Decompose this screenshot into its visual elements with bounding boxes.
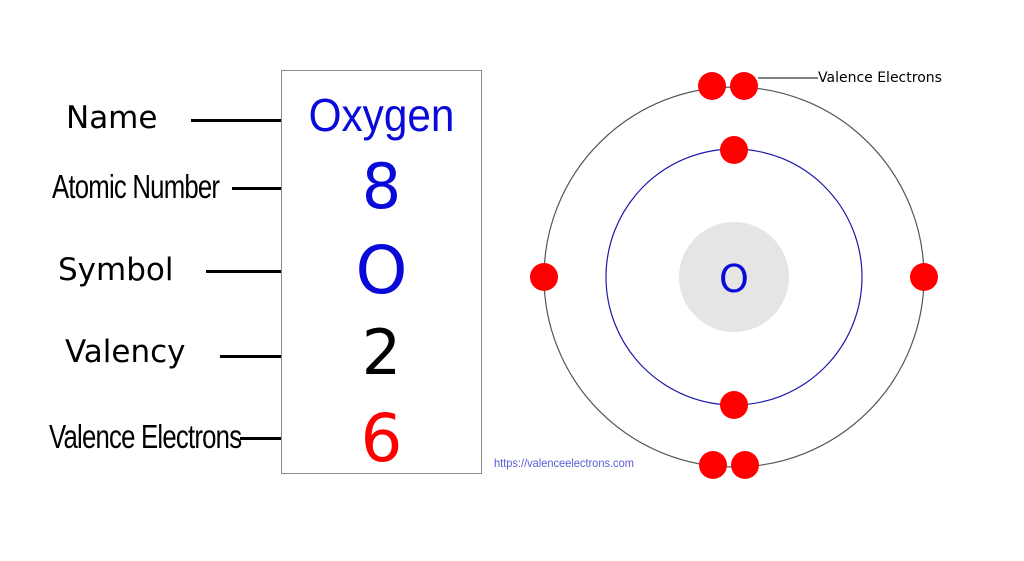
nucleus-symbol: O (719, 257, 749, 301)
value-valency: 2 (361, 316, 402, 389)
connector-name (191, 119, 281, 122)
watermark-link[interactable]: https://valenceelectrons.com (494, 456, 634, 470)
electron-inner-top (720, 136, 748, 164)
electron-outer-bottom-1 (699, 451, 727, 479)
electron-inner-bottom (720, 391, 748, 419)
electron-outer-bottom-2 (731, 451, 759, 479)
value-valence-electrons: 6 (360, 400, 403, 477)
nucleus (679, 222, 789, 332)
value-atomic-number: 8 (361, 150, 402, 223)
valence-electrons-callout: Valence Electrons (818, 70, 942, 86)
electron-outer-top-1 (698, 72, 726, 100)
element-card (281, 70, 482, 474)
connector-atomic-number (232, 187, 281, 190)
value-symbol: O (355, 232, 408, 309)
label-valence-electrons: Valence Electrons (49, 418, 242, 455)
label-symbol: Symbol (58, 252, 174, 288)
label-name: Name (66, 100, 158, 136)
connector-valence-electrons (240, 437, 281, 440)
label-atomic-number: Atomic Number (52, 168, 220, 205)
electron-outer-right (910, 263, 938, 291)
label-valency: Valency (65, 334, 186, 370)
electron-outer-top-2 (730, 72, 758, 100)
electron-outer-left (530, 263, 558, 291)
value-name: Oxygen (308, 89, 455, 141)
connector-symbol (206, 270, 281, 273)
connector-valency (220, 355, 281, 358)
